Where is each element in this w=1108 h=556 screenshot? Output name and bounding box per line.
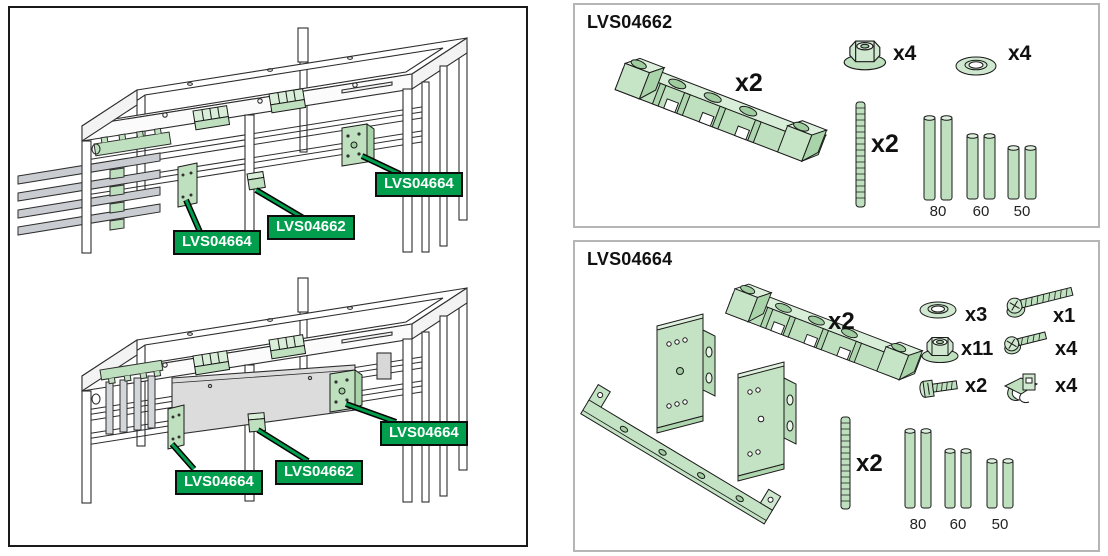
lvs04664-plate-left bbox=[167, 404, 185, 450]
washer-icon bbox=[919, 301, 957, 319]
threaded-rod-icon bbox=[840, 416, 851, 510]
rail-clamp-icon bbox=[192, 350, 231, 376]
kit-title: LVS04662 bbox=[587, 12, 673, 32]
mounting-plate-icon bbox=[737, 361, 797, 482]
qty-busbar-support: x2 bbox=[828, 308, 855, 335]
qty-flange-nut: x4 bbox=[893, 42, 917, 65]
frame-assembly-open-drawing bbox=[17, 27, 468, 254]
qty-cage-nut-clip: x4 bbox=[1055, 375, 1078, 397]
part-label: LVS04662 bbox=[267, 215, 355, 240]
rail-clamp-icon bbox=[268, 334, 307, 360]
kit-lvs04664-parts-drawing bbox=[580, 283, 1074, 525]
busbar-comb-icon bbox=[93, 127, 172, 157]
busbar-channels bbox=[17, 127, 172, 236]
busbar-comb-icon bbox=[99, 359, 164, 385]
qty-busbar-support: x2 bbox=[735, 69, 763, 97]
part-label: LVS04664 bbox=[375, 172, 463, 197]
part-label: LVS04662 bbox=[275, 460, 363, 485]
qty-flange-nut: x11 bbox=[961, 338, 994, 360]
qty-long-screw: x1 bbox=[1053, 305, 1076, 327]
spacer-length-80: 80 bbox=[929, 203, 947, 220]
cage-nut-clip-icon bbox=[1003, 373, 1039, 403]
flange-nut-icon bbox=[843, 40, 887, 71]
qty-washer: x4 bbox=[1008, 42, 1032, 65]
rail-clamp-icon bbox=[268, 88, 307, 114]
slotted-screw-icon bbox=[919, 379, 958, 398]
part-label: LVS04664 bbox=[175, 470, 263, 495]
spacer-length-60: 60 bbox=[972, 203, 990, 220]
washer-icon bbox=[955, 56, 997, 76]
kit-box-lvs04662: LVS04662 bbox=[573, 3, 1100, 228]
vertical-busbars bbox=[99, 359, 164, 435]
frame-illustration-panel: LVS04664 LVS04662 LVS04664 bbox=[8, 6, 528, 547]
leader-lines bbox=[183, 153, 402, 234]
spacer-tubes bbox=[923, 115, 1037, 201]
spacer-length-50: 50 bbox=[1013, 203, 1031, 220]
kit-box-lvs04664: LVS04664 bbox=[573, 240, 1100, 552]
qty-slotted-screw: x2 bbox=[965, 375, 988, 397]
kit-title: LVS04664 bbox=[587, 249, 673, 269]
qty-washer: x3 bbox=[965, 304, 988, 326]
part-label: LVS04664 bbox=[173, 230, 261, 255]
qty-threaded-rod: x2 bbox=[871, 130, 899, 158]
threaded-rod-icon bbox=[855, 101, 866, 208]
busbar-support-bar-icon bbox=[614, 57, 829, 163]
washer-screw-icon bbox=[1004, 331, 1048, 355]
leader-lines bbox=[169, 401, 398, 471]
frame-assembly-with-cover-drawing bbox=[81, 277, 468, 504]
qty-threaded-rod: x2 bbox=[856, 450, 883, 477]
lvs04664-plate-right bbox=[341, 123, 375, 167]
lvs04664-plate-left bbox=[177, 162, 198, 208]
lvs04664-plate-right bbox=[329, 369, 363, 413]
long-screw-icon bbox=[1006, 286, 1074, 318]
lvs04662-clamp-target bbox=[246, 170, 266, 191]
flange-nut-icon bbox=[921, 337, 959, 363]
spacer-length-80: 80 bbox=[909, 516, 927, 533]
spacer-length-60: 60 bbox=[949, 516, 967, 533]
spacer-length-50: 50 bbox=[991, 516, 1009, 533]
qty-washer-screw: x4 bbox=[1055, 338, 1078, 360]
kit-lvs04662-parts-drawing bbox=[614, 40, 1037, 208]
mounting-plate-icon bbox=[656, 313, 716, 434]
busbar-support-bar-icon bbox=[725, 283, 924, 381]
part-label: LVS04664 bbox=[380, 421, 468, 446]
rail-clamp-icon bbox=[192, 105, 231, 131]
spacer-tubes bbox=[904, 428, 1014, 509]
support-rail-icon bbox=[580, 383, 782, 525]
lvs04662-clamp-target bbox=[247, 412, 267, 433]
